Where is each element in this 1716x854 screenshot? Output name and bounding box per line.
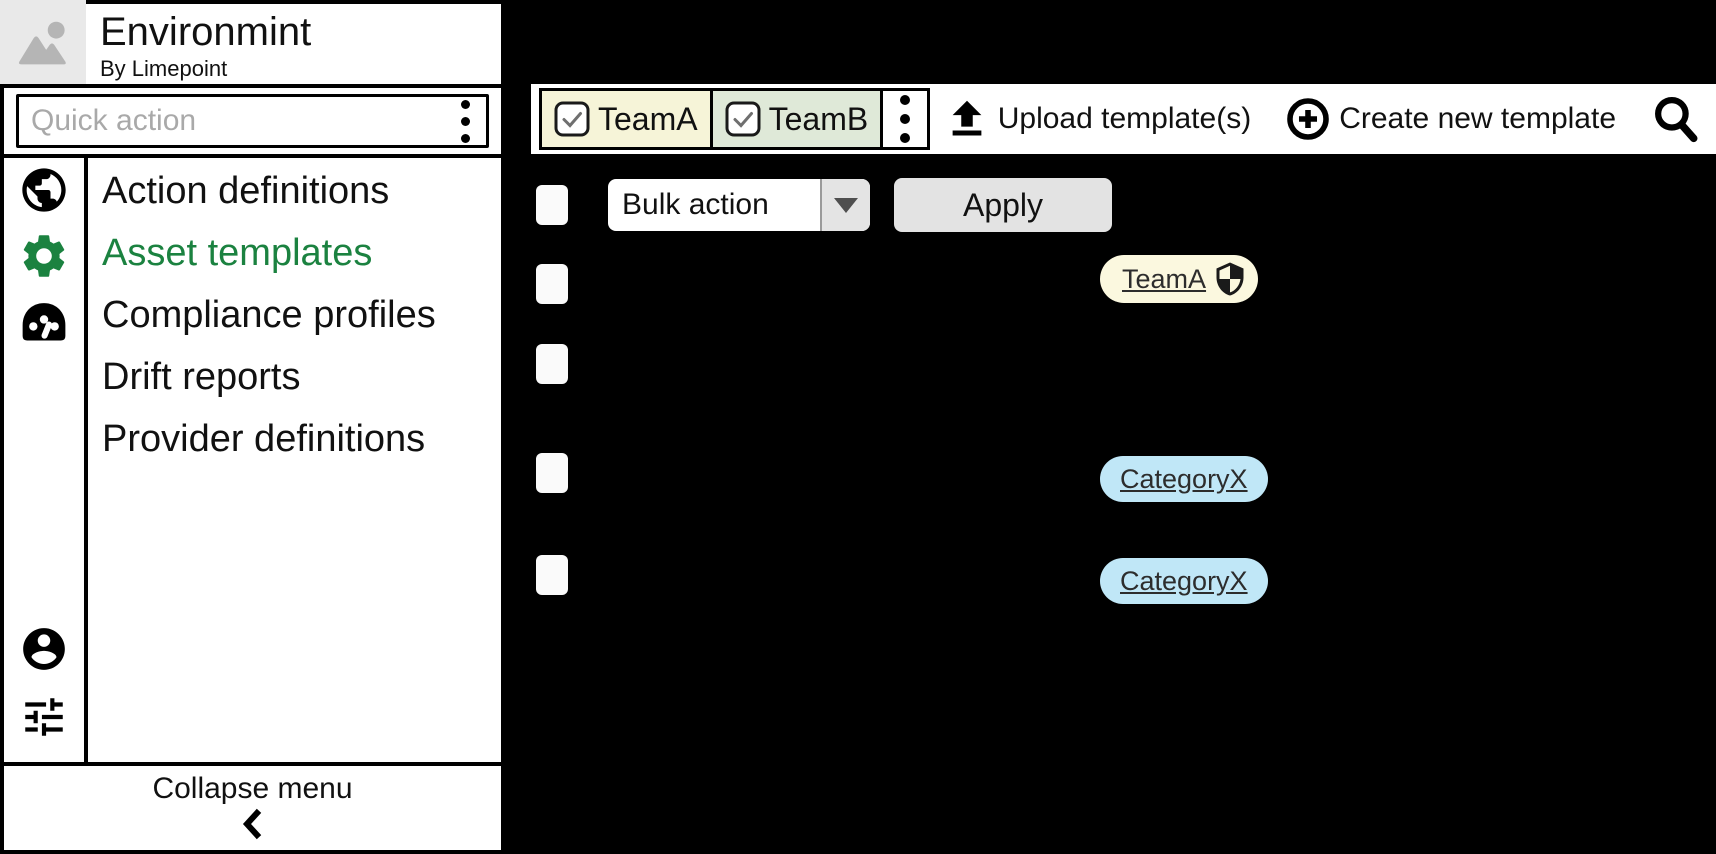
app-logo bbox=[0, 0, 86, 84]
quick-action-box[interactable] bbox=[16, 94, 489, 148]
select-dropdown-arrow[interactable] bbox=[820, 179, 870, 231]
topbar: TeamA TeamB bbox=[531, 84, 1716, 154]
plus-circle-icon bbox=[1285, 96, 1331, 142]
badge-team-a[interactable]: TeamA bbox=[1100, 255, 1259, 303]
tune-sliders-icon[interactable] bbox=[19, 692, 69, 742]
nav-item-action-definitions[interactable]: Action definitions bbox=[102, 170, 390, 212]
bulk-action-select-value: Bulk action bbox=[622, 188, 769, 221]
bulk-action-bar: Bulk action Apply bbox=[536, 178, 1112, 232]
bulk-action-select[interactable]: Bulk action bbox=[608, 179, 870, 231]
team-b-filter-label: TeamB bbox=[768, 100, 869, 137]
badge-team-a-label[interactable]: TeamA bbox=[1122, 263, 1207, 294]
image-placeholder-icon bbox=[11, 13, 75, 71]
app-title: Environmint bbox=[100, 10, 312, 54]
sidebar-header: Environmint By Limepoint bbox=[0, 0, 501, 88]
select-all-checkbox[interactable] bbox=[536, 185, 568, 225]
upload-templates-button[interactable]: Upload template(s) bbox=[944, 96, 1251, 142]
chevron-left-icon bbox=[238, 806, 268, 842]
app-subtitle: By Limepoint bbox=[100, 56, 228, 81]
filter-menu-icon[interactable] bbox=[883, 91, 928, 147]
badge-category-x[interactable]: CategoryX bbox=[1100, 558, 1268, 604]
rail-top-icons bbox=[18, 158, 70, 348]
create-template-label: Create new template bbox=[1339, 102, 1616, 135]
nav-item-asset-templates[interactable]: Asset templates bbox=[102, 232, 373, 274]
account-icon[interactable] bbox=[19, 624, 69, 674]
team-b-filter-chip[interactable]: TeamB bbox=[712, 91, 884, 147]
team-a-filter-label: TeamA bbox=[598, 100, 698, 137]
sidebar-icon-rail bbox=[4, 158, 88, 762]
app-titles: Environmint By Limepoint bbox=[86, 4, 311, 82]
badge-category-x-label[interactable]: CategoryX bbox=[1120, 463, 1248, 494]
nav-item-provider-definitions[interactable]: Provider definitions bbox=[102, 418, 426, 460]
team-a-filter-chip[interactable]: TeamA bbox=[542, 91, 713, 147]
team-b-checkbox[interactable] bbox=[725, 101, 761, 137]
row-checkbox-2[interactable] bbox=[536, 344, 568, 384]
globe-icon[interactable] bbox=[18, 164, 70, 216]
create-template-button[interactable]: Create new template bbox=[1285, 96, 1616, 142]
apply-button[interactable]: Apply bbox=[894, 178, 1112, 232]
row-checkbox-4[interactable] bbox=[536, 555, 568, 595]
rail-bottom-icons bbox=[19, 624, 69, 742]
team-filter-group: TeamA TeamB bbox=[539, 88, 931, 150]
gear-icon[interactable] bbox=[18, 230, 70, 282]
shield-icon bbox=[1212, 259, 1248, 299]
triangle-down-icon bbox=[834, 197, 858, 213]
sidebar: Environmint By Limepoint bbox=[0, 0, 505, 854]
nav-item-drift-reports[interactable]: Drift reports bbox=[102, 356, 301, 398]
nav-item-compliance-profiles[interactable]: Compliance profiles bbox=[102, 294, 436, 336]
badge-category-x-label[interactable]: CategoryX bbox=[1120, 565, 1248, 596]
upload-templates-label: Upload template(s) bbox=[997, 102, 1252, 135]
quick-action-row bbox=[4, 88, 501, 158]
gauge-icon[interactable] bbox=[18, 296, 70, 348]
collapse-menu-label: Collapse menu bbox=[152, 772, 353, 805]
sidebar-nav: Action definitions Asset templates Compl… bbox=[88, 158, 501, 762]
team-a-checkbox[interactable] bbox=[554, 101, 590, 137]
quick-action-input[interactable] bbox=[19, 104, 445, 138]
row-checkbox-1[interactable] bbox=[536, 264, 568, 304]
sidebar-body: Action definitions Asset templates Compl… bbox=[4, 158, 501, 762]
search-icon[interactable] bbox=[1650, 93, 1700, 145]
collapse-menu-button[interactable]: Collapse menu bbox=[4, 762, 501, 850]
upload-icon bbox=[944, 96, 990, 142]
badge-category-x[interactable]: CategoryX bbox=[1100, 456, 1268, 502]
topbar-actions: Upload template(s) Create new template bbox=[944, 93, 1716, 145]
quick-action-menu-icon[interactable] bbox=[445, 99, 486, 143]
row-checkbox-3[interactable] bbox=[536, 453, 568, 493]
